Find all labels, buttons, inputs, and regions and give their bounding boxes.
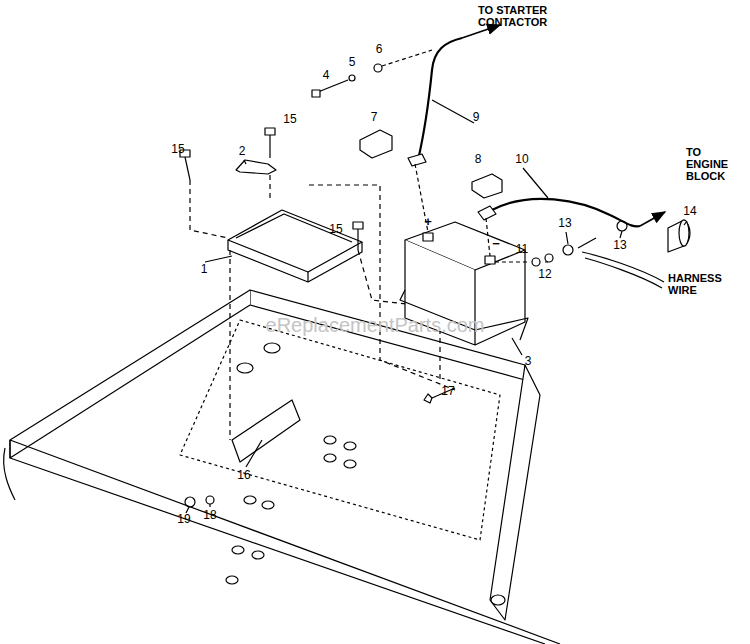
callout-number: 15 bbox=[329, 223, 342, 236]
watermark: eReplacementParts.com bbox=[266, 314, 485, 336]
terminal-post bbox=[423, 233, 433, 241]
terminal-sign: + bbox=[424, 215, 432, 229]
callout-number: 2 bbox=[239, 145, 246, 158]
frame-rail bbox=[250, 290, 525, 380]
frame-hole bbox=[237, 363, 253, 373]
callout-number: 15 bbox=[171, 143, 184, 156]
callout-number: 8 bbox=[475, 153, 482, 166]
callout-number: 12 bbox=[538, 268, 551, 281]
frame-rail bbox=[490, 365, 540, 620]
frame-hole bbox=[264, 343, 280, 353]
callout-number: 3 bbox=[525, 355, 532, 368]
terminal-sign: − bbox=[492, 237, 500, 251]
callout-number: 7 bbox=[371, 111, 378, 124]
cross-member bbox=[180, 320, 500, 540]
callout-number: 18 bbox=[203, 509, 216, 522]
callout-number: 14 bbox=[683, 205, 696, 218]
callout-number: 16 bbox=[237, 469, 250, 482]
callout-number: 13 bbox=[613, 239, 626, 252]
battery-cable bbox=[418, 38, 462, 160]
frame-rail bbox=[10, 290, 250, 458]
support-bracket bbox=[232, 400, 300, 462]
tray-lip bbox=[236, 214, 352, 242]
callout-number: 1 bbox=[201, 263, 208, 276]
note-text: HARNESS WIRE bbox=[668, 272, 728, 296]
callout-number: 9 bbox=[473, 111, 480, 124]
terminal-boot bbox=[360, 130, 392, 158]
callout-number: 10 bbox=[515, 153, 528, 166]
callout-number: 5 bbox=[349, 56, 356, 69]
callout-number: 4 bbox=[323, 69, 330, 82]
frame-rail bbox=[10, 440, 560, 644]
callout-number: 13 bbox=[558, 217, 571, 230]
note-text: TO ENGINE BLOCK bbox=[686, 146, 746, 182]
battery-tray bbox=[228, 240, 362, 282]
note-text: TO STARTER CONTACTOR bbox=[478, 4, 560, 28]
callout-number: 11 bbox=[516, 243, 528, 256]
hold-down-bracket bbox=[236, 160, 276, 174]
terminal-boot bbox=[472, 174, 502, 198]
terminal-post bbox=[485, 256, 495, 264]
harness-wire bbox=[578, 238, 664, 288]
callout-number: 15 bbox=[283, 113, 296, 126]
callout-number: 19 bbox=[177, 513, 190, 526]
callout-number: 6 bbox=[376, 43, 383, 56]
leader-line bbox=[186, 100, 687, 513]
frame-hole bbox=[491, 595, 505, 605]
frame-break bbox=[4, 448, 15, 500]
terminal-cap bbox=[668, 220, 690, 252]
callout-number: 17 bbox=[441, 385, 454, 398]
